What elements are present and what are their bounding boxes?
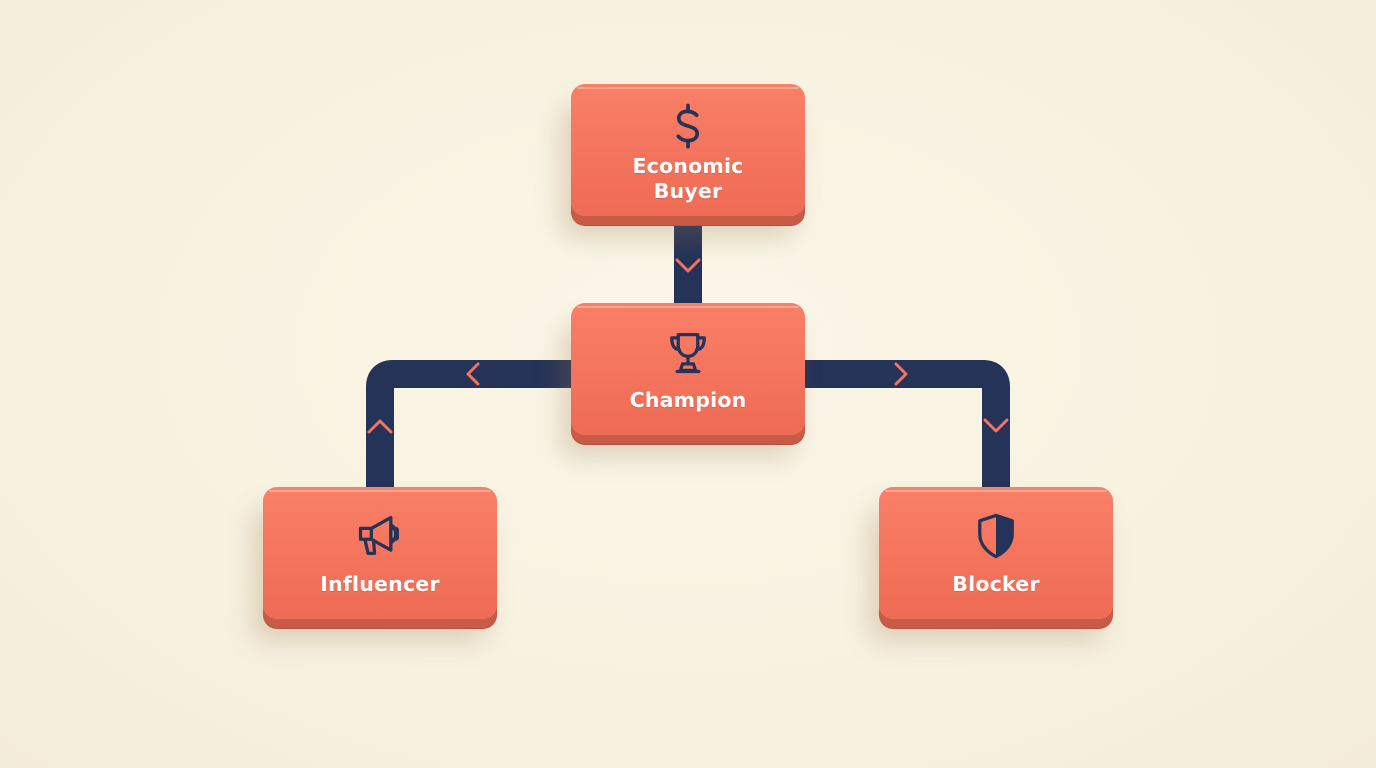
node-blocker: Blocker — [879, 487, 1113, 619]
node-influencer: Influencer — [263, 487, 497, 619]
node-label-champion: Champion — [629, 387, 747, 412]
node-label-economic-buyer: Economic Buyer — [632, 154, 744, 203]
connector-champion-to-influencer — [366, 360, 580, 495]
trophy-icon — [670, 332, 706, 373]
node-label-blocker: Blocker — [952, 571, 1040, 596]
node-champion: Champion — [571, 303, 805, 435]
node-label-influencer: Influencer — [320, 571, 440, 596]
arrow-left-chevron — [466, 362, 480, 386]
shield-icon — [978, 513, 1014, 558]
dollar-icon — [676, 103, 700, 149]
arrow-down-chevron — [675, 258, 701, 273]
connector-champion-to-blocker — [796, 360, 1010, 495]
arrow-down-chevron — [983, 418, 1009, 433]
megaphone-icon — [358, 515, 399, 555]
arrow-right-chevron — [894, 362, 908, 386]
arrow-up-chevron — [367, 419, 393, 434]
node-economic-buyer: Economic Buyer — [571, 84, 805, 216]
